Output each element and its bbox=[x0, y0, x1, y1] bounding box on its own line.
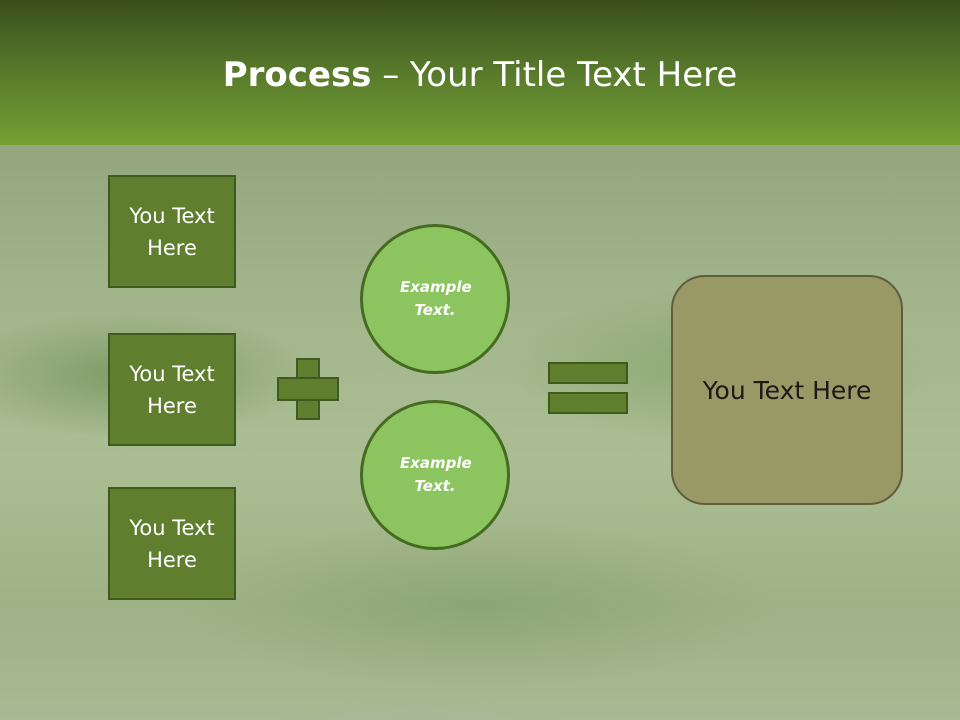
text-box-1[interactable]: You Text Here bbox=[108, 175, 236, 288]
circle-label: Example Text. bbox=[400, 454, 472, 495]
plus-icon bbox=[277, 358, 339, 420]
text-box-label: You Text Here bbox=[129, 203, 215, 260]
result-label: You Text Here bbox=[702, 375, 872, 405]
title-bold: Process bbox=[222, 55, 372, 95]
text-box-2[interactable]: You Text Here bbox=[108, 333, 236, 446]
example-circle-2[interactable]: Example Text. bbox=[360, 400, 510, 550]
title-rest: – Your Title Text Here bbox=[371, 55, 738, 95]
text-box-3[interactable]: You Text Here bbox=[108, 487, 236, 600]
text-box-label: You Text Here bbox=[129, 361, 215, 418]
text-box-label: You Text Here bbox=[129, 515, 215, 572]
example-circle-1[interactable]: Example Text. bbox=[360, 224, 510, 374]
result-box[interactable]: You Text Here bbox=[671, 275, 903, 505]
title-bar: Process – Your Title Text Here bbox=[0, 0, 960, 145]
slide-title[interactable]: Process – Your Title Text Here bbox=[0, 52, 960, 98]
equals-icon bbox=[548, 362, 628, 414]
circle-label: Example Text. bbox=[400, 278, 472, 319]
